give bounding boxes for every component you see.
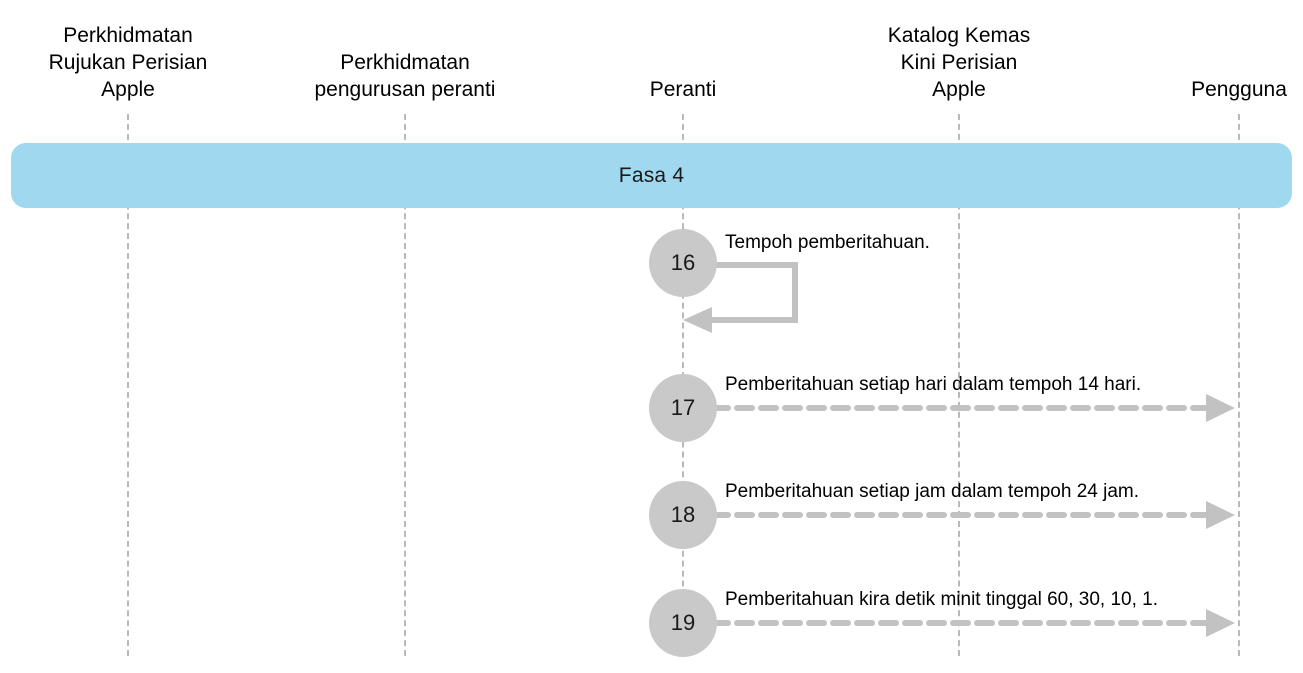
lifeline-apple-software-update-catalog (958, 114, 960, 656)
column-header-apple-software-update-catalog: Katalog Kemas Kini Perisian Apple (887, 24, 1031, 101)
phase-banner-label: Fasa 4 (618, 163, 685, 187)
lifeline-apple-software-lookup-service (127, 114, 129, 656)
step-label-17: Pemberitahuan setiap hari dalam tempoh 1… (725, 374, 1142, 395)
step-circle-16: 16 (649, 229, 717, 297)
arrow-step-17 (710, 394, 1235, 422)
step-circle-18: 18 (649, 481, 717, 549)
step-label-18: Pemberitahuan setiap jam dalam tempoh 24… (725, 481, 1140, 502)
column-header-user: Pengguna (1191, 78, 1287, 101)
column-header-apple-software-lookup-service: Perkhidmatan Rujukan Perisian Apple (48, 24, 208, 101)
lifeline-device-management-service (404, 114, 406, 656)
column-header-device-management-service: Perkhidmatan pengurusan peranti (314, 51, 496, 101)
step-circle-17: 17 (649, 374, 717, 442)
arrow-step-18 (710, 501, 1235, 529)
step-label-16: Tempoh pemberitahuan. (725, 232, 930, 253)
step-circle-19: 19 (649, 589, 717, 657)
phase-banner: Fasa 4 (11, 143, 1292, 208)
column-header-device: Peranti (649, 78, 717, 101)
step-label-19: Pemberitahuan kira detik minit tinggal 6… (725, 589, 1159, 610)
arrow-step-19 (710, 609, 1235, 637)
lifeline-user (1238, 114, 1240, 656)
